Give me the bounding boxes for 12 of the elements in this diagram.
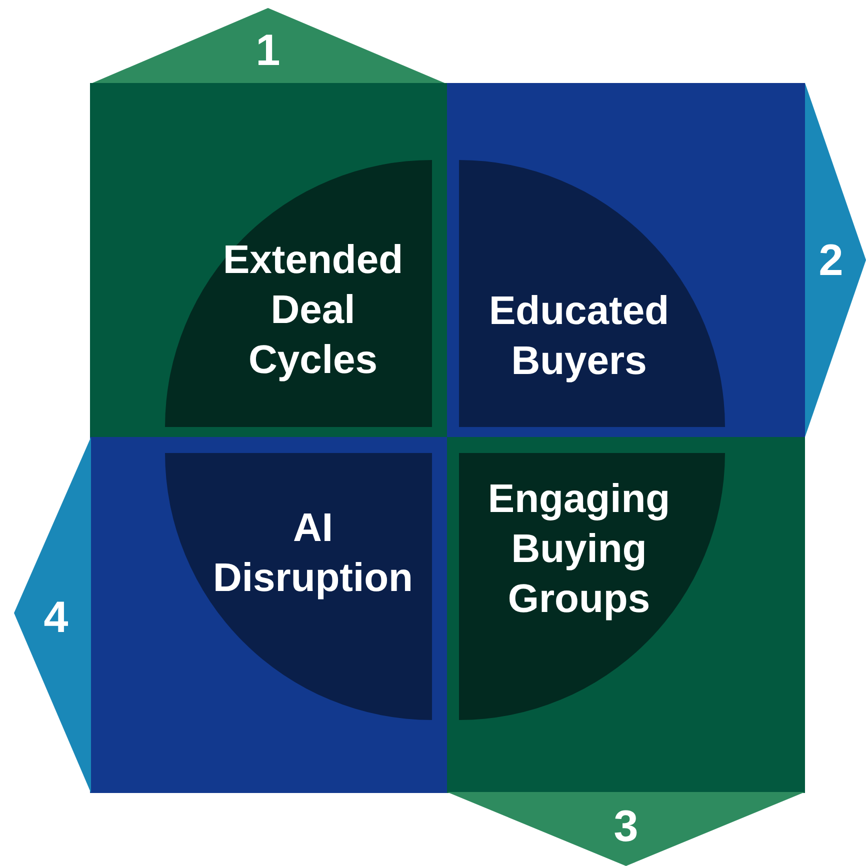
- segment-label: Engaging Buying Groups: [486, 476, 672, 623]
- segment-label: Educated Buyers: [488, 288, 670, 385]
- step-number: 3: [612, 800, 640, 852]
- segment-label: Extended Deal Cycles: [222, 237, 404, 384]
- quadrant-panel: [447, 437, 805, 793]
- quadrant-panel: [90, 83, 447, 437]
- quadrant-panel: [447, 83, 805, 437]
- quadrant-panel: [90, 437, 447, 793]
- step-number: 4: [42, 592, 70, 644]
- step-number: 2: [818, 234, 844, 286]
- step-number: 1: [254, 24, 282, 76]
- segment-label: AI Disruption: [212, 505, 414, 602]
